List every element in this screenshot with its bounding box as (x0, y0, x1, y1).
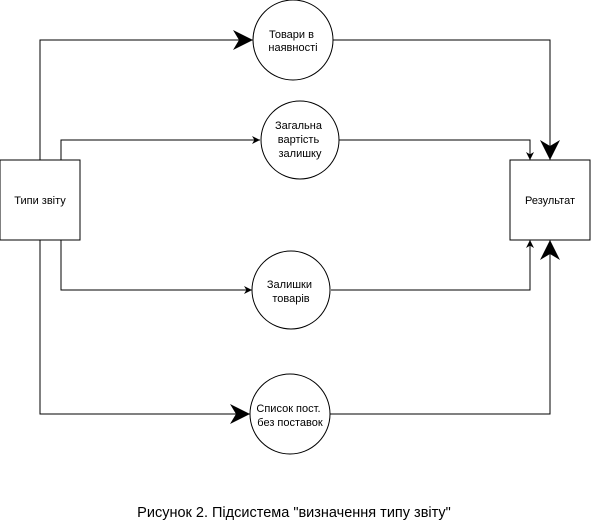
edge-report-types-to-goods-available (39, 30, 253, 160)
edge-report-types-to-goods-remainder (60, 240, 252, 294)
node-suppliers-list-line-2: без поставок (257, 417, 323, 429)
node-suppliers-list-label: Список пост. без поставок (256, 403, 323, 429)
edge-goods-available-to-result (333, 39, 560, 160)
edges (39, 30, 560, 424)
edge-total-stock-value-to-result (339, 139, 534, 160)
node-result[interactable]: Результат (509, 159, 591, 241)
edge-report-types-to-total-stock-value (60, 136, 260, 160)
edge-goods-remainder-to-result (331, 240, 534, 291)
edge-report-types-to-suppliers-list (39, 240, 250, 424)
node-goods-remainder-label: Залишки товарів (267, 279, 315, 305)
node-goods-remainder-line-1: Залишки (267, 279, 312, 291)
node-report-types[interactable]: Типи звіту (0, 159, 81, 241)
node-total-stock-value[interactable]: Загальна вартість залишку (260, 100, 340, 180)
node-suppliers-list[interactable]: Список пост. без поставок (249, 373, 331, 455)
node-goods-available-line-2: наявності (268, 42, 317, 54)
node-goods-remainder[interactable]: Залишки товарів (251, 250, 331, 330)
node-total-stock-value-line-3: залишку (279, 148, 322, 160)
node-goods-remainder-line-2: товарів (272, 293, 309, 305)
node-goods-available[interactable]: Товари в наявності (252, 0, 334, 81)
node-total-stock-value-label: Загальна вартість залишку (275, 120, 325, 160)
node-result-label: Результат (525, 195, 575, 207)
figure-caption: Рисунок 2. Підсистема "визначення типу з… (137, 505, 451, 521)
node-goods-available-line-1: Товари в (269, 29, 314, 41)
node-suppliers-list-line-1: Список пост. (256, 403, 320, 415)
edge-suppliers-list-to-result (330, 240, 560, 415)
node-total-stock-value-line-1: Загальна (275, 120, 323, 132)
node-report-types-label: Типи звіту (14, 195, 66, 207)
node-goods-available-label: Товари в наявності (268, 29, 317, 54)
node-total-stock-value-line-2: вартість (278, 134, 320, 146)
